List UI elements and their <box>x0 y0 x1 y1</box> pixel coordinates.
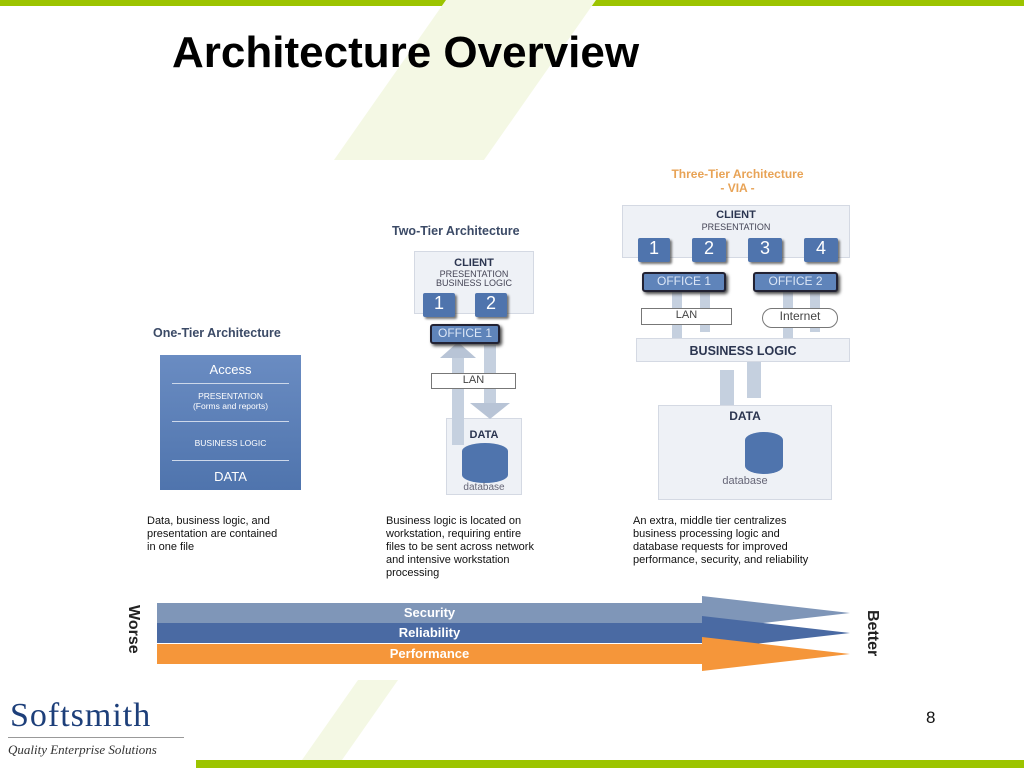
database-icon <box>462 443 508 483</box>
softsmith-logo: Softsmith <box>10 697 152 734</box>
client-4: 4 <box>804 238 838 262</box>
database-label: database <box>722 475 768 487</box>
client-2: 2 <box>692 238 726 262</box>
three-tier-label: Three-Tier Architecture - VIA - <box>640 167 835 195</box>
reliability-band: Reliability <box>157 623 702 643</box>
layer-access: Access <box>209 362 252 377</box>
internet-cloud: Internet <box>762 308 838 328</box>
layer-business-logic: BUSINESS LOGIC <box>194 438 267 448</box>
up-arrow <box>720 370 734 408</box>
data-label: DATA <box>729 409 761 423</box>
two-tier-label: Two-Tier Architecture <box>392 224 520 238</box>
three-tier-subtitle: - VIA - <box>720 181 755 195</box>
business-logic-box: BUSINESS LOGIC <box>636 338 850 362</box>
two-tier-caption: Business logic is located on workstation… <box>386 515 534 579</box>
three-tier-caption: An extra, middle tier centralizes busine… <box>633 515 809 566</box>
client-1: 1 <box>638 238 670 262</box>
three-tier-title: Three-Tier Architecture <box>671 167 804 181</box>
worse-label: Worse <box>125 605 142 654</box>
logo-tagline: Quality Enterprise Solutions <box>8 742 157 757</box>
layer-presentation: PRESENTATION <box>198 391 263 401</box>
office-1: OFFICE 1 <box>430 324 500 344</box>
up-arrow-head <box>440 342 476 358</box>
logo-divider <box>8 737 184 738</box>
down-arrow-head <box>470 403 510 419</box>
office-1: OFFICE 1 <box>642 272 726 292</box>
one-tier-stack: Access PRESENTATION (Forms and reports) … <box>160 355 301 490</box>
one-tier-label: One-Tier Architecture <box>153 326 281 340</box>
client-sub: PRESENTATION <box>439 269 509 279</box>
client-label: CLIENT <box>716 209 756 221</box>
client-1: 1 <box>423 293 455 317</box>
client-2: 2 <box>475 293 507 317</box>
layer-data: DATA <box>214 469 247 484</box>
better-label: Better <box>864 610 881 657</box>
one-tier-caption: Data, business logic, and presentation a… <box>147 515 278 553</box>
lan-label: LAN <box>431 373 516 389</box>
bottom-accent-bar <box>196 760 1024 768</box>
database-label: database <box>463 482 505 493</box>
up-arrow <box>452 355 464 445</box>
database-icon <box>745 432 783 474</box>
client-sub: BUSINESS LOGIC <box>435 278 513 288</box>
office-2: OFFICE 2 <box>753 272 838 292</box>
client-3: 3 <box>748 238 782 262</box>
down-arrow <box>747 362 761 398</box>
client-label: CLIENT <box>454 257 494 269</box>
performance-band: Performance <box>157 644 702 664</box>
lan-label: LAN <box>641 308 732 325</box>
layer-presentation-sub: (Forms and reports) <box>192 401 269 411</box>
page-number: 8 <box>926 708 936 727</box>
performance-arrow-head <box>702 637 850 671</box>
security-band: Security <box>157 603 702 623</box>
slide-title: Architecture Overview <box>172 28 640 77</box>
client-sub: PRESENTATION <box>701 222 771 232</box>
data-label: DATA <box>469 429 499 441</box>
background-decoration <box>333 0 597 160</box>
background-decoration <box>301 680 399 760</box>
